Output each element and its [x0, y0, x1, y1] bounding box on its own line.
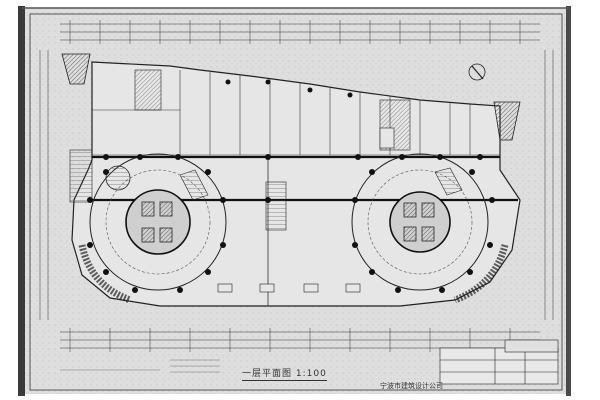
- perimeter-strip-right: [453, 244, 509, 304]
- drawing-title: 一层平面图 1:100: [242, 366, 327, 381]
- rotunda-left-middle: [105, 169, 211, 275]
- scan-edge-left: [18, 6, 25, 396]
- north-arrow-icon: [468, 63, 486, 81]
- core-left: [125, 189, 191, 255]
- perimeter-strip-left: [78, 244, 132, 304]
- notes-lines: [60, 359, 220, 373]
- central-stair: [265, 181, 287, 231]
- stair-tower-right: [493, 101, 521, 141]
- core-right-shafts: [403, 202, 435, 242]
- dimension-lines-left: [39, 50, 49, 320]
- escalator-right: [434, 167, 463, 196]
- scan-edge-right: [566, 6, 571, 396]
- entrance-doors: [217, 283, 361, 293]
- left-wing-strip: [69, 149, 93, 203]
- rotunda-right-middle: [367, 169, 473, 275]
- core-left-shafts: [141, 201, 173, 243]
- core-right: [389, 191, 451, 253]
- drawing-border: [29, 13, 563, 391]
- stair-tower-left: [61, 53, 91, 85]
- title-block: [439, 339, 559, 385]
- dimension-ticks-top: [69, 20, 521, 44]
- rotunda-right-outer: [351, 153, 489, 291]
- escalator-left: [179, 169, 209, 201]
- structural-columns: [87, 79, 495, 293]
- spiral-stair-left: [105, 165, 131, 191]
- rotunda-left-outer: [89, 153, 227, 291]
- company-name: 宁波市建筑设计公司: [380, 382, 443, 390]
- dimension-lines-right: [544, 50, 554, 320]
- toilet-block-left: [134, 69, 162, 111]
